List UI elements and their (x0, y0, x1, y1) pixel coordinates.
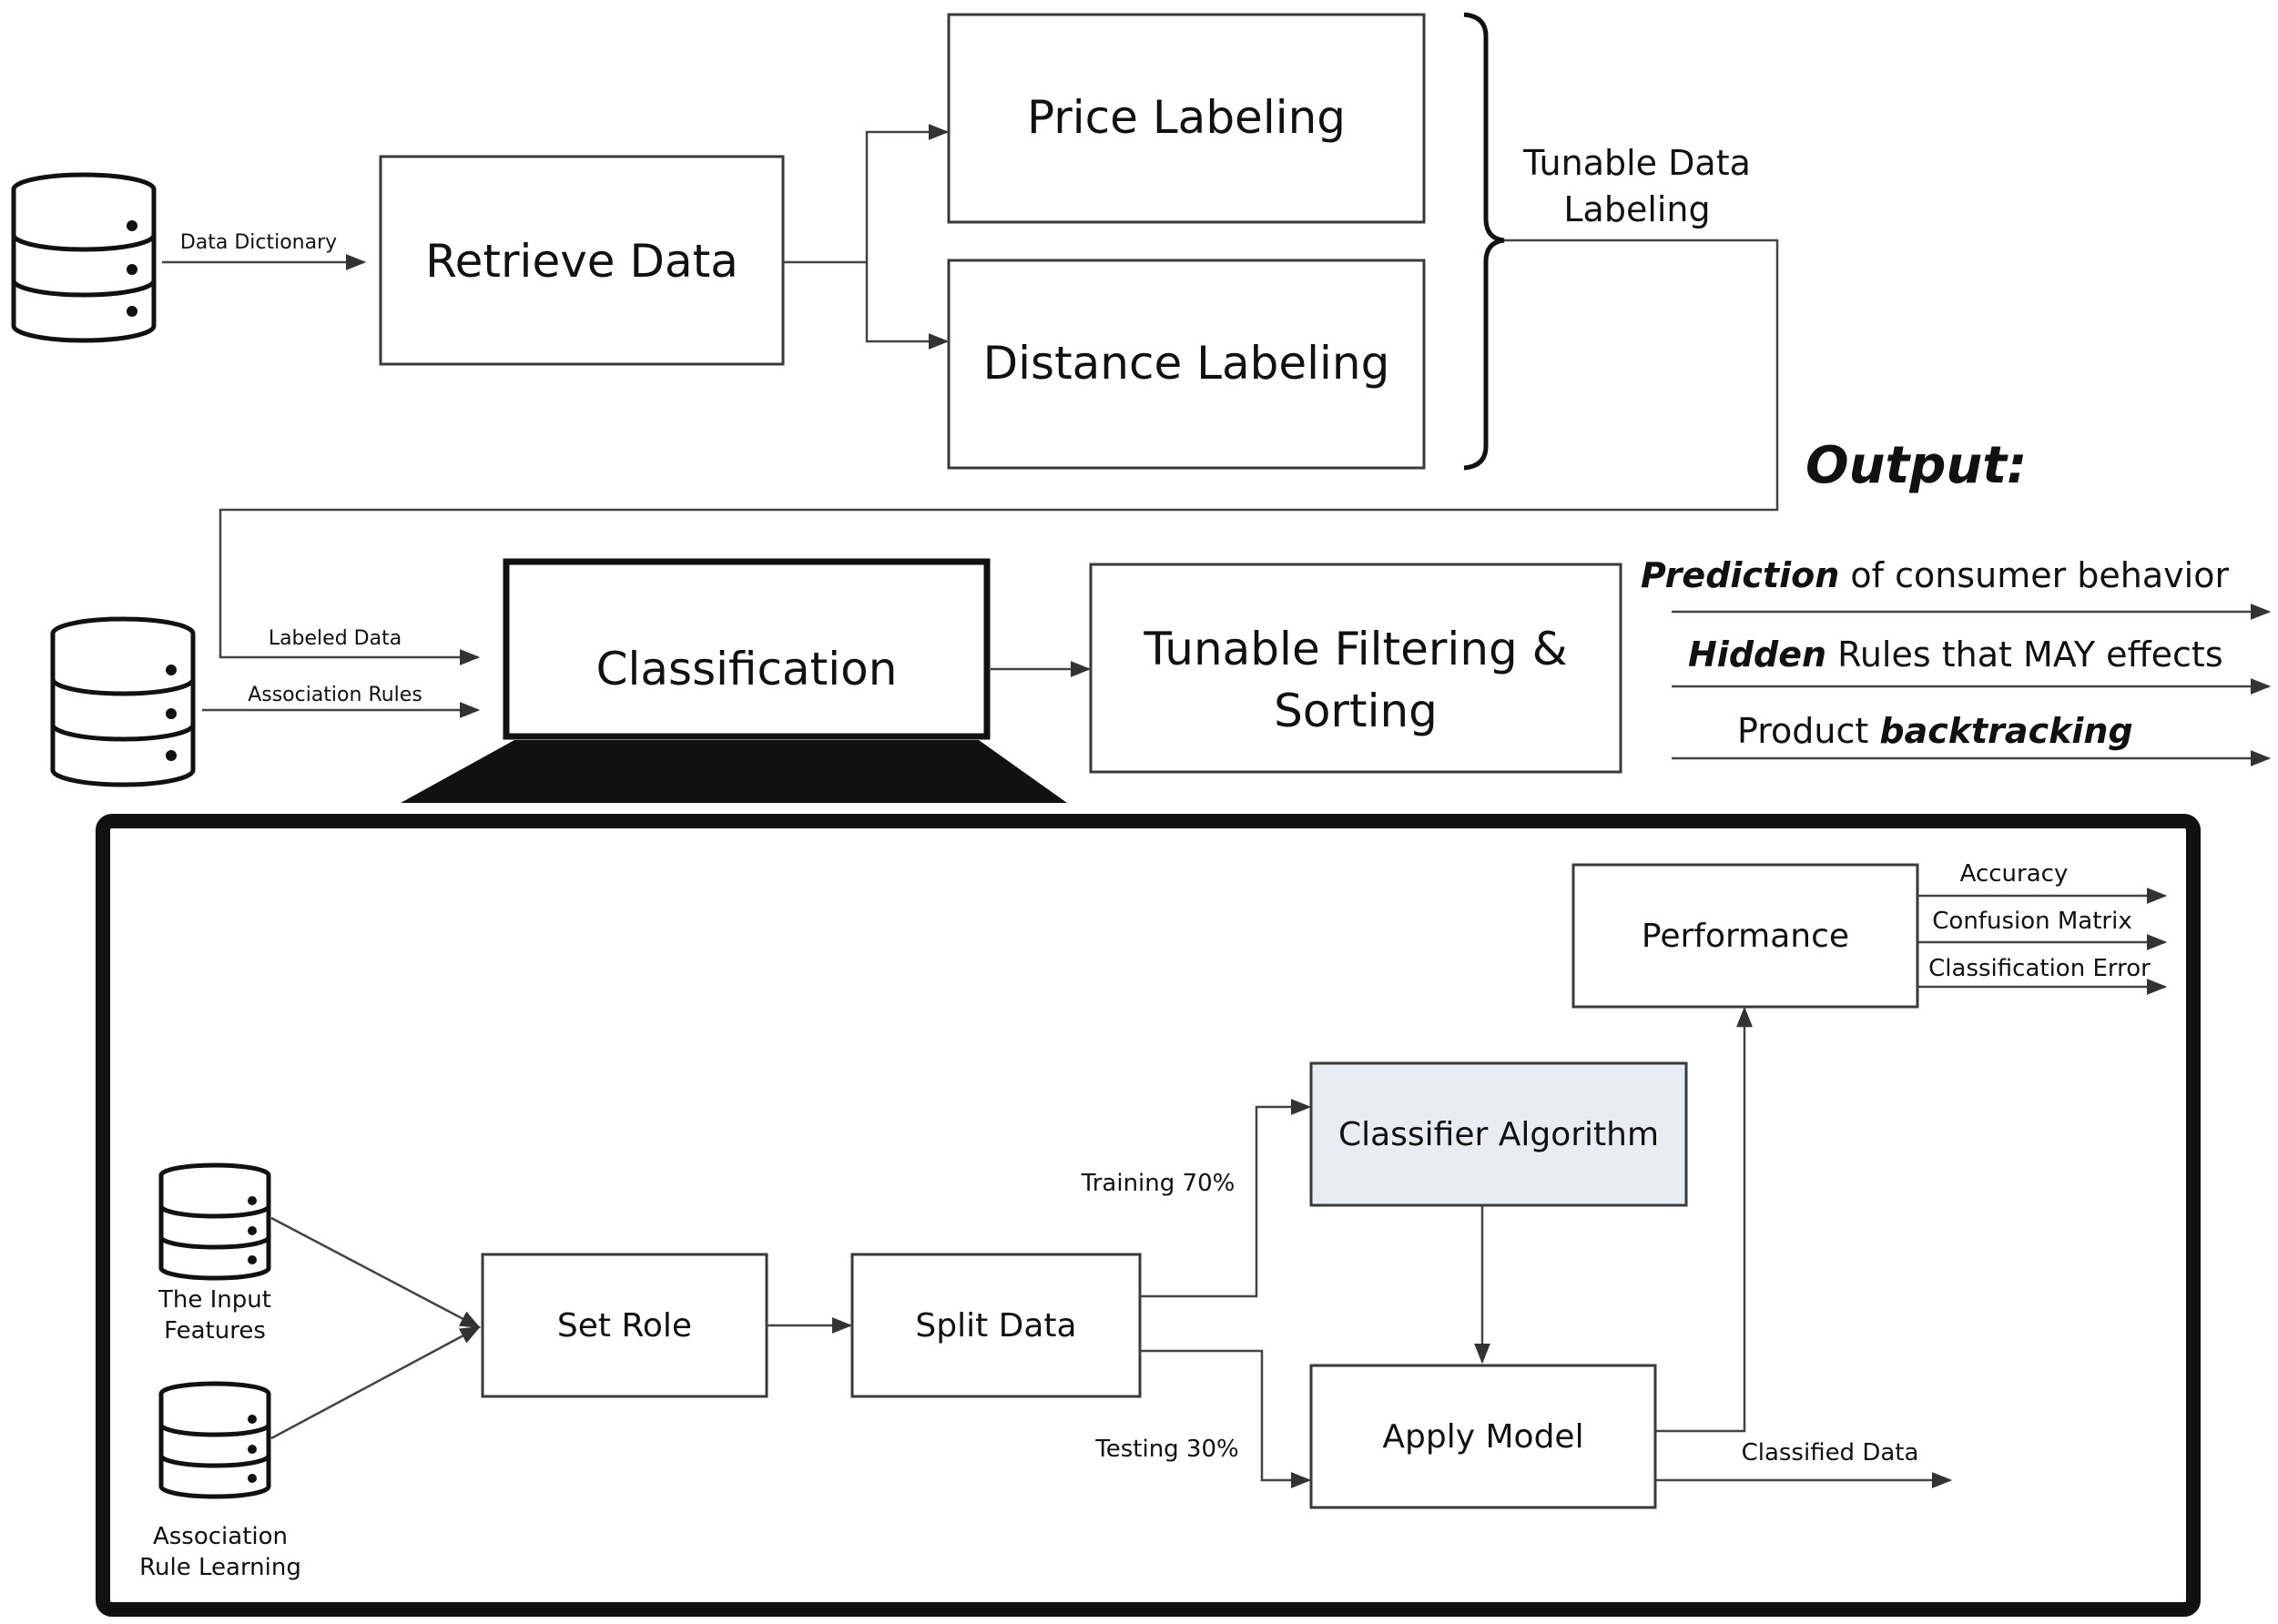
association-rules-label: Association Rules (248, 684, 422, 706)
tunable-data-labeling-line1: Tunable Data (1522, 143, 1751, 183)
labeled-data-connector (219, 239, 1779, 665)
output-title: Output: (1805, 436, 2027, 495)
classifier-algorithm-box: Classifier Algorithm (1309, 1061, 1688, 1207)
split-data-box: Split Data (850, 1253, 1142, 1398)
classification-label: Classification (596, 643, 898, 695)
set-role-box: Set Role (481, 1253, 768, 1398)
input-features-arrow (270, 1216, 481, 1329)
testing-arrow (1140, 1349, 1312, 1488)
distance-labeling-label: Distance Labeling (983, 337, 1390, 390)
input-features-line1: The Input (158, 1286, 271, 1314)
retrieve-data-label: Retrieve Data (425, 235, 738, 288)
tunable-data-labeling-line2: Labeling (1563, 189, 1710, 229)
tunable-filtering-line1: Tunable Filtering & (1143, 623, 1567, 675)
tunable-filtering-box: Tunable Filtering & Sorting (1089, 563, 1622, 774)
labeling-bracket (1463, 12, 1505, 471)
input-features-line2: Features (164, 1317, 266, 1345)
output-item-3: Product backtracking (1737, 711, 2133, 751)
process-frame (96, 814, 2201, 1617)
accuracy-label: Accuracy (1960, 860, 2069, 888)
price-labeling-box: Price Labeling (947, 13, 1426, 224)
data-dictionary-label: Data Dictionary (180, 231, 337, 254)
testing-label: Testing 30% (1094, 1436, 1238, 1463)
association-rule-line1: Association (153, 1523, 288, 1550)
output-item-1: Prediction of consumer behavior (1641, 555, 2229, 595)
association-rule-db-icon (158, 1381, 271, 1499)
performance-box: Performance (1571, 863, 1919, 1009)
split-data-label: Split Data (915, 1307, 1076, 1345)
confusion-matrix-label: Confusion Matrix (1932, 908, 2131, 935)
classification-error-label: Classification Error (1928, 955, 2151, 982)
labeled-data-label: Labeled Data (269, 627, 402, 650)
apply-model-label: Apply Model (1382, 1418, 1583, 1456)
classifier-algorithm-label: Classifier Algorithm (1338, 1116, 1659, 1153)
apply-to-performance-arrow (1655, 1006, 1753, 1433)
input-features-db-icon (158, 1162, 271, 1281)
association-rule-arrow (270, 1325, 481, 1440)
training-arrow (1140, 1099, 1312, 1298)
classified-data-label: Classified Data (1742, 1439, 1919, 1467)
price-labeling-label: Price Labeling (1027, 91, 1346, 144)
training-label: Training 70% (1081, 1170, 1236, 1197)
apply-model-box: Apply Model (1309, 1364, 1657, 1509)
retrieve-data-box: Retrieve Data (379, 155, 785, 366)
database-icon-middle (50, 616, 196, 787)
output-item-2: Hidden Rules that MAY effects (1688, 634, 2223, 675)
to-price-arrow (783, 124, 950, 264)
to-distance-arrow (865, 262, 950, 350)
association-rule-line2: Rule Learning (139, 1554, 301, 1581)
performance-label: Performance (1642, 918, 1849, 955)
laptop-icon (401, 558, 1067, 803)
tunable-filtering-line2: Sorting (1274, 685, 1438, 737)
set-role-label: Set Role (557, 1307, 692, 1345)
distance-labeling-box: Distance Labeling (947, 259, 1426, 470)
database-icon-top (11, 172, 157, 343)
